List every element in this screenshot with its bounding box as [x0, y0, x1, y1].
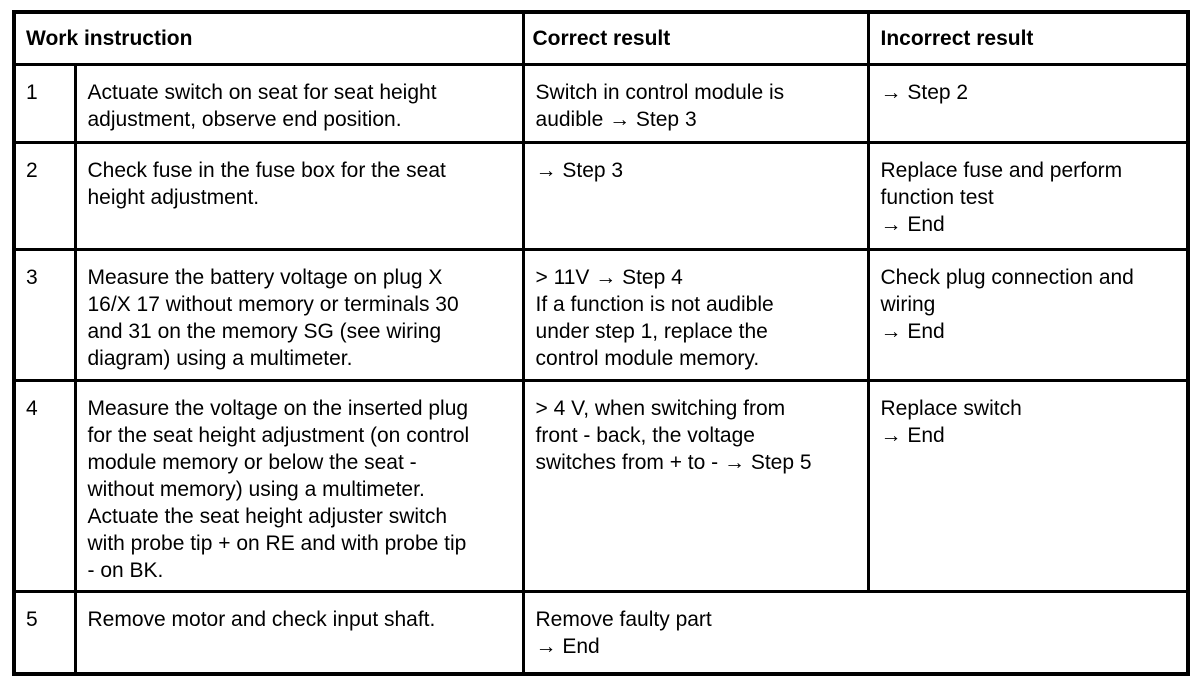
- correct-result-cell: → Step 3: [521, 140, 870, 251]
- correct-result-cell: > 4 V, when switching from front - back,…: [521, 378, 870, 593]
- table-header-row: Work instruction Correct result Incorrec…: [12, 10, 1190, 66]
- work-instruction-cell: Actuate switch on seat for seat height a…: [73, 62, 525, 144]
- correct-result-cell: Switch in control module is audible → St…: [521, 62, 870, 144]
- step-number: 4: [12, 378, 77, 593]
- incorrect-result-cell: Replace fuse and perform function test →…: [866, 140, 1190, 251]
- work-instruction-cell: Check fuse in the fuse box for the seat …: [73, 140, 525, 251]
- step-number: 2: [12, 140, 77, 251]
- result-span-cell: Remove faulty part → End: [521, 589, 1190, 676]
- work-instruction-cell: Remove motor and check input shaft.: [73, 589, 525, 676]
- incorrect-result-cell: Check plug connection and wiring → End: [866, 247, 1190, 382]
- header-incorrect-result: Incorrect result: [866, 10, 1190, 66]
- table-row: 2 Check fuse in the fuse box for the sea…: [12, 140, 1190, 251]
- table-row: 1 Actuate switch on seat for seat height…: [12, 62, 1190, 144]
- table-row: 4 Measure the voltage on the inserted pl…: [12, 378, 1190, 593]
- header-work-instruction: Work instruction: [12, 10, 525, 66]
- work-instruction-cell: Measure the battery voltage on plug X 16…: [73, 247, 525, 382]
- work-instruction-cell: Measure the voltage on the inserted plug…: [73, 378, 525, 593]
- incorrect-result-cell: → Step 2: [866, 62, 1190, 144]
- step-number: 1: [12, 62, 77, 144]
- step-number: 3: [12, 247, 77, 382]
- header-correct-result: Correct result: [521, 10, 870, 66]
- correct-result-cell: > 11V → Step 4 If a function is not audi…: [521, 247, 870, 382]
- table-row: 3 Measure the battery voltage on plug X …: [12, 247, 1190, 382]
- step-number: 5: [12, 589, 77, 676]
- table-row: 5 Remove motor and check input shaft. Re…: [12, 589, 1190, 676]
- troubleshooting-table: Work instruction Correct result Incorrec…: [12, 10, 1191, 676]
- incorrect-result-cell: Replace switch → End: [866, 378, 1190, 593]
